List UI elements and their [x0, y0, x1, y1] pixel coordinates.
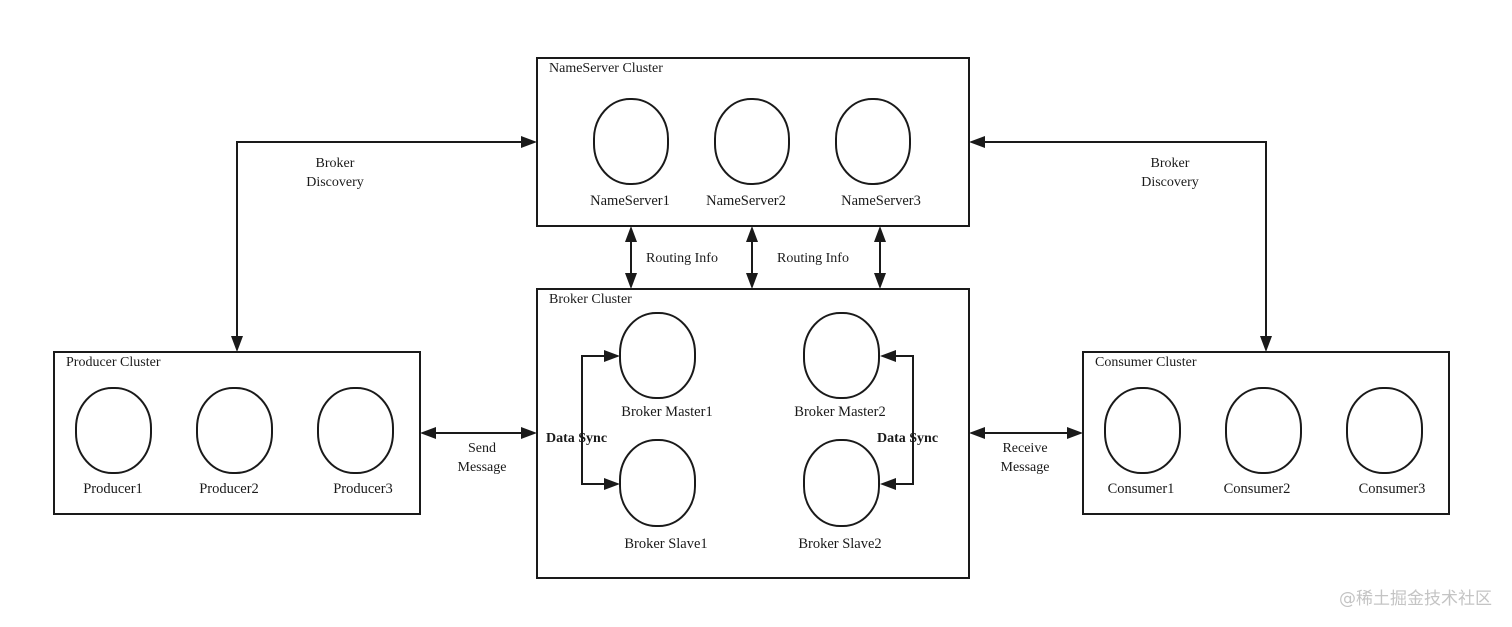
- broker-slave2-node: [803, 439, 880, 527]
- broker-slave2-label: Broker Slave2: [798, 536, 881, 552]
- receive-message-label-line2: Message: [1001, 460, 1050, 475]
- broker-discovery-left-label-line1: Broker: [316, 156, 355, 171]
- send-message-label-line2: Message: [458, 460, 507, 475]
- producer3-node: [317, 387, 394, 474]
- send-message-label-line1: Send: [468, 441, 496, 456]
- nameserver1-node: [593, 98, 669, 185]
- receive-message-arrow: [969, 427, 1083, 439]
- watermark: @稀土掘金技术社区: [1339, 589, 1492, 609]
- routing-info-left-label: Routing Info: [646, 251, 718, 266]
- producer-cluster-title: Producer Cluster: [66, 355, 161, 370]
- data-sync-left-label: Data Sync: [546, 431, 607, 446]
- nameserver2-node: [714, 98, 790, 185]
- producer3-label: Producer3: [333, 481, 393, 497]
- broker-discovery-left-arrow: [231, 136, 537, 352]
- producer1-label: Producer1: [83, 481, 143, 497]
- nameserver1-label: NameServer1: [590, 193, 670, 209]
- broker-cluster: Broker Cluster Broker Master1 Broker Mas…: [536, 288, 970, 579]
- broker-master1-node: [619, 312, 696, 399]
- nameserver2-label: NameServer2: [706, 193, 786, 209]
- routing-info-arrow-1: [625, 226, 637, 289]
- data-sync-right-label: Data Sync: [877, 431, 938, 446]
- consumer2-node: [1225, 387, 1302, 474]
- broker-discovery-right-arrow: [969, 136, 1272, 352]
- broker-master1-label: Broker Master1: [621, 404, 712, 420]
- routing-info-arrow-2: [746, 226, 758, 289]
- consumer2-label: Consumer2: [1224, 481, 1291, 497]
- receive-message-label-line1: Receive: [1002, 441, 1047, 456]
- consumer3-label: Consumer3: [1359, 481, 1426, 497]
- broker-cluster-box: [536, 288, 970, 579]
- send-message-arrow: [420, 427, 537, 439]
- consumer1-label: Consumer1: [1108, 481, 1175, 497]
- producer2-label: Producer2: [199, 481, 259, 497]
- consumer1-node: [1104, 387, 1181, 474]
- nameserver-cluster: NameServer Cluster NameServer1 NameServe…: [536, 57, 970, 227]
- broker-discovery-right-label-line2: Discovery: [1141, 175, 1199, 190]
- nameserver3-node: [835, 98, 911, 185]
- broker-slave1-label: Broker Slave1: [624, 536, 707, 552]
- nameserver-cluster-title: NameServer Cluster: [549, 61, 663, 76]
- routing-info-arrow-3: [874, 226, 886, 289]
- broker-discovery-right-label-line1: Broker: [1151, 156, 1190, 171]
- data-sync-right-connector: [880, 350, 914, 490]
- broker-cluster-title: Broker Cluster: [549, 292, 632, 307]
- nameserver3-label: NameServer3: [841, 193, 921, 209]
- consumer-cluster: Consumer Cluster Consumer1 Consumer2 Con…: [1082, 351, 1450, 515]
- data-sync-left-connector: [581, 350, 620, 490]
- consumer3-node: [1346, 387, 1423, 474]
- producer-cluster: Producer Cluster Producer1 Producer2 Pro…: [53, 351, 421, 515]
- routing-info-right-label: Routing Info: [777, 251, 849, 266]
- broker-master2-node: [803, 312, 880, 399]
- broker-master2-label: Broker Master2: [794, 404, 885, 420]
- consumer-cluster-title: Consumer Cluster: [1095, 355, 1197, 370]
- producer2-node: [196, 387, 273, 474]
- broker-slave1-node: [619, 439, 696, 527]
- broker-discovery-left-label-line2: Discovery: [306, 175, 364, 190]
- producer1-node: [75, 387, 152, 474]
